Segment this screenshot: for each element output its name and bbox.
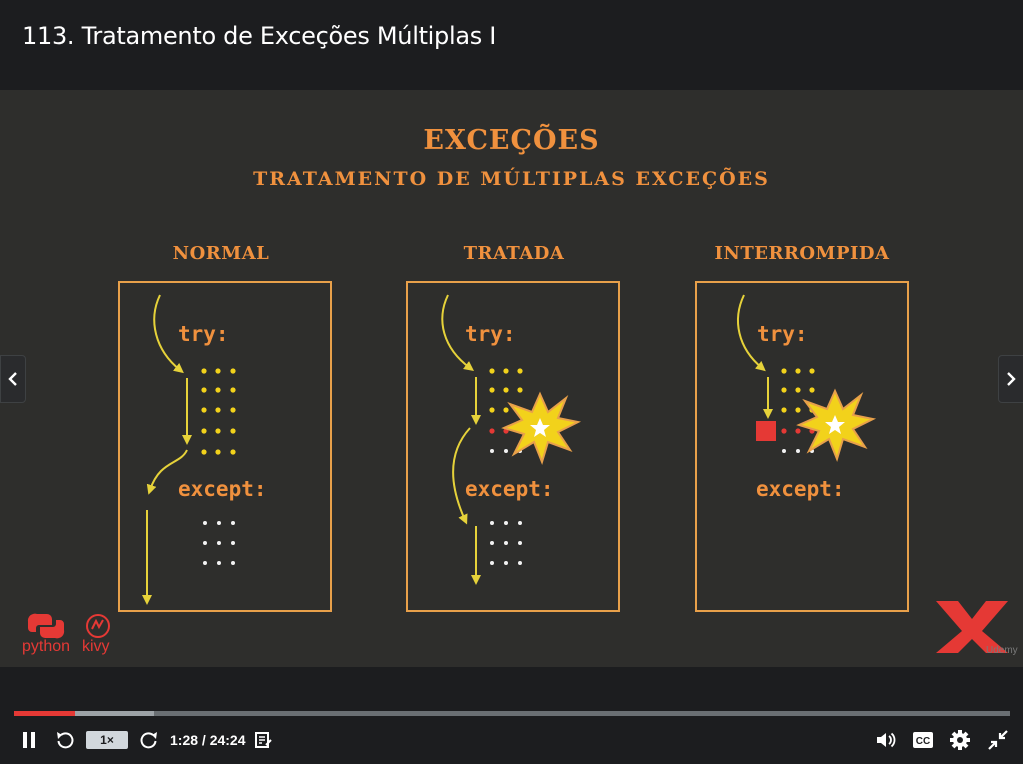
panel-interrompida: [695, 281, 909, 612]
tratada-except-dots: [490, 521, 522, 565]
chevron-right-icon: [1007, 372, 1016, 386]
explosion-icon: [501, 391, 582, 466]
exit-fullscreen-icon: [988, 730, 1008, 750]
exit-fullscreen-button[interactable]: [986, 728, 1010, 752]
interrompida-try-dots: [781, 368, 815, 413]
forward-button[interactable]: [138, 729, 160, 751]
progress-bar[interactable]: [14, 711, 1010, 716]
panel-normal: [118, 281, 332, 612]
volume-button[interactable]: [875, 729, 897, 751]
panel-tratada: [406, 281, 620, 612]
next-lecture-button[interactable]: [998, 355, 1023, 403]
lecture-title: 113. Tratamento de Exceções Múltiplas I: [22, 22, 497, 50]
explosion-icon-2: [796, 388, 877, 463]
video-frame[interactable]: EXCEÇÕES TRATAMENTO DE MÚLTIPLAS EXCEÇÕE…: [0, 90, 1023, 667]
time-display: 1:28 / 24:24: [170, 732, 246, 748]
kivy-logo-icon: [86, 614, 110, 638]
column-label-tratada: TRATADA: [463, 243, 565, 264]
captions-icon: CC: [913, 732, 933, 748]
normal-except-keyword: except:: [178, 477, 267, 501]
previous-lecture-button[interactable]: [0, 355, 26, 403]
playback-speed-button[interactable]: 1×: [86, 731, 128, 749]
rewind-5-icon: [57, 732, 74, 749]
udemy-watermark: Udemy: [986, 645, 1018, 656]
progress-played: [14, 711, 75, 716]
lecture-header: 113. Tratamento de Exceções Múltiplas I: [0, 0, 1023, 90]
pause-icon: [23, 732, 35, 748]
notes-icon: [255, 732, 272, 748]
tratada-try-dots: [489, 368, 523, 413]
progress-buffered: [14, 711, 155, 716]
pause-button[interactable]: [18, 729, 40, 751]
slide-subtitle: TRATAMENTO DE MÚLTIPLAS EXCEÇÕES: [253, 168, 770, 190]
xp-logo-icon: [936, 601, 1008, 653]
python-logo: python: [22, 638, 71, 655]
normal-try-keyword: try:: [178, 322, 229, 346]
interrompida-except-keyword: except:: [756, 477, 845, 501]
tratada-try-keyword: try:: [465, 322, 516, 346]
interrompida-flow-arrows: [737, 294, 773, 419]
captions-button[interactable]: CC: [911, 730, 935, 750]
python-logo-icon: [27, 613, 65, 639]
column-label-interrompida: INTERROMPIDA: [714, 243, 890, 264]
interrompida-try-keyword: try:: [757, 322, 808, 346]
forward-5-icon: [140, 732, 157, 749]
normal-try-dots: [201, 368, 236, 455]
volume-icon: [877, 732, 896, 748]
stop-icon: [756, 421, 776, 441]
player-controls: 1× 1:28 / 24:24 CC: [0, 667, 1023, 764]
normal-flow-arrows: [142, 294, 192, 605]
column-label-normal: NORMAL: [172, 243, 270, 264]
chevron-left-icon: [8, 372, 17, 386]
slide-title: EXCEÇÕES: [423, 125, 600, 156]
svg-text:CC: CC: [916, 736, 930, 747]
rewind-button[interactable]: [54, 729, 76, 751]
kivy-logo: kivy: [82, 638, 110, 655]
tratada-flow-arrows: [441, 294, 481, 585]
settings-button[interactable]: [948, 728, 972, 752]
interrompida-skipped-dots: [782, 449, 814, 453]
flow-diagram: [27, 294, 1008, 653]
tratada-except-keyword: except:: [465, 477, 554, 501]
normal-except-dots: [203, 521, 235, 565]
gear-icon: [950, 730, 970, 750]
notes-button[interactable]: [253, 730, 273, 750]
